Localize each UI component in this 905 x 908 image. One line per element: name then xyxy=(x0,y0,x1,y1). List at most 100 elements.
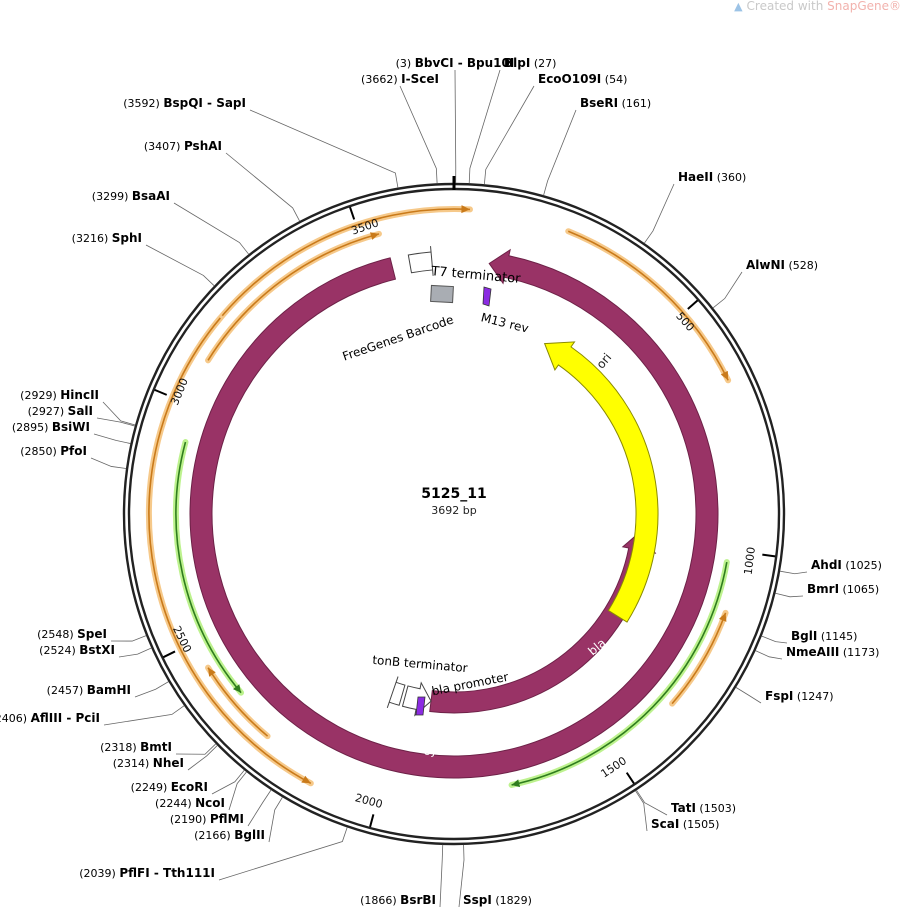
site-leader-line xyxy=(93,433,131,444)
feature-arrow-t7-terminator xyxy=(407,246,434,276)
restriction-site: (2318) BmtI xyxy=(100,740,217,755)
site-name: BsaAI xyxy=(132,189,170,203)
credit-mark: ® xyxy=(889,0,901,13)
site-name: AflIII xyxy=(31,711,63,725)
site-position: (1065) xyxy=(839,583,879,596)
restriction-site: (3216) SphI xyxy=(72,231,215,287)
site-label: ScaI (1505) xyxy=(651,817,719,831)
scale-tick xyxy=(154,388,168,396)
site-leader-line xyxy=(268,796,283,843)
credit-prefix: Created with xyxy=(746,0,828,13)
site-name: BglI xyxy=(791,629,817,643)
restriction-site: (2927) SalI xyxy=(28,404,136,427)
feature-label-cyda: cydA xyxy=(423,742,454,758)
site-name: PfoI xyxy=(60,444,87,458)
site-name: BlpI xyxy=(504,56,530,70)
restriction-site: EcoO109I (54) xyxy=(483,72,627,185)
site-name: BstXI xyxy=(79,643,115,657)
site-name: EcoO109I xyxy=(538,72,601,86)
site-name: SpeI xyxy=(77,627,107,641)
site-label: BlpI (27) xyxy=(504,56,556,70)
site-position: (1247) xyxy=(793,690,833,703)
site-label: (2249) EcoRI xyxy=(131,780,208,794)
site-leader-line xyxy=(249,109,399,188)
scale-tick-label: 3000 xyxy=(168,376,191,407)
orf-arrow-top xyxy=(198,205,473,347)
site-name: FspI xyxy=(765,689,793,703)
plasmid-length: 3692 bp xyxy=(431,504,477,517)
restriction-site: HaeII (360) xyxy=(644,170,746,244)
scale-tick xyxy=(369,814,375,828)
site-name: AlwNI xyxy=(746,258,785,272)
site-name: SspI xyxy=(463,893,492,907)
site-name-extra: - PciI xyxy=(62,711,100,725)
restriction-site: NmeAIII (1173) xyxy=(755,645,879,660)
site-position: (2039) xyxy=(79,867,119,880)
site-leader-line xyxy=(102,401,136,426)
feature-arrow-m13-rev xyxy=(482,286,492,307)
site-position: (1829) xyxy=(492,894,532,907)
site-name: BsrBI xyxy=(400,893,436,907)
site-position: (528) xyxy=(785,259,818,272)
site-name: SphI xyxy=(112,231,142,245)
restriction-site: (1866) BsrBI xyxy=(360,844,444,908)
site-label: (2166) BglII xyxy=(194,828,265,842)
site-name: BseRI xyxy=(580,96,618,110)
site-label: (3) BbvCI - Bpu10I xyxy=(396,56,515,70)
site-leader-line xyxy=(454,69,457,184)
restriction-site: (2249) EcoRI xyxy=(131,769,245,795)
site-name: BamHI xyxy=(87,683,131,697)
restriction-site: SspI (1829) xyxy=(458,844,532,908)
site-label: AlwNI (528) xyxy=(746,258,818,272)
restriction-site: (2314) NheI xyxy=(113,745,218,771)
orf-arrow-green-right xyxy=(508,559,730,788)
restriction-site: (2895) BsiWI xyxy=(12,420,131,444)
restriction-site: (2457) BamHI xyxy=(47,681,169,698)
site-name: AhdI xyxy=(811,558,842,572)
site-leader-line xyxy=(735,687,762,704)
restriction-site: AhdI (1025) xyxy=(779,558,882,575)
site-name: SalI xyxy=(68,404,93,418)
site-label: HaeII (360) xyxy=(678,170,746,184)
site-label: BseRI (161) xyxy=(580,96,651,110)
site-label: (3216) SphI xyxy=(72,231,142,245)
site-position: (3407) xyxy=(144,140,184,153)
restriction-site: BglI (1145) xyxy=(761,629,857,644)
site-name-extra: - Tth111I xyxy=(150,866,215,880)
site-position: (161) xyxy=(618,97,651,110)
site-label: (2314) NheI xyxy=(113,756,184,770)
site-position: (2166) xyxy=(194,829,234,842)
scale-tick-label: 2000 xyxy=(354,791,384,811)
site-leader-line xyxy=(779,570,808,575)
site-label: (2929) HincII xyxy=(20,388,99,402)
site-leader-line xyxy=(110,635,147,642)
site-leader-line xyxy=(439,844,444,908)
site-label: (1866) BsrBI xyxy=(360,893,436,907)
site-name: BmrI xyxy=(807,582,839,596)
site-label: AhdI (1025) xyxy=(811,558,882,572)
site-label: (3407) PshAI xyxy=(144,139,222,153)
site-label: TatI (1503) xyxy=(671,801,736,815)
site-position: (2850) xyxy=(20,445,60,458)
orf-arrow-right xyxy=(669,609,729,707)
site-label: (2524) BstXI xyxy=(39,643,115,657)
restriction-site: (2524) BstXI xyxy=(39,643,152,658)
site-label: SspI (1829) xyxy=(463,893,532,907)
site-name: BmtI xyxy=(140,740,172,754)
feature-label-m13-rev: M13 rev xyxy=(479,310,530,335)
scale-tick xyxy=(762,553,776,558)
site-name: TatI xyxy=(671,801,696,815)
orf-arrows xyxy=(146,205,732,788)
restriction-site: (2850) PfoI xyxy=(20,444,127,469)
scale-tick xyxy=(162,650,176,659)
credit-brand: SnapGene xyxy=(827,0,889,13)
site-position: (2927) xyxy=(28,405,68,418)
site-leader-line xyxy=(90,457,127,469)
site-label: (2039) PflFI - Tth111I xyxy=(79,866,215,880)
site-name: I-SceI xyxy=(401,72,439,86)
site-name-extra: - Bpu10I xyxy=(454,56,515,70)
site-leader-line xyxy=(399,85,438,184)
site-name-extra: - SapI xyxy=(203,96,246,110)
restriction-site: BseRI (161) xyxy=(543,96,651,196)
